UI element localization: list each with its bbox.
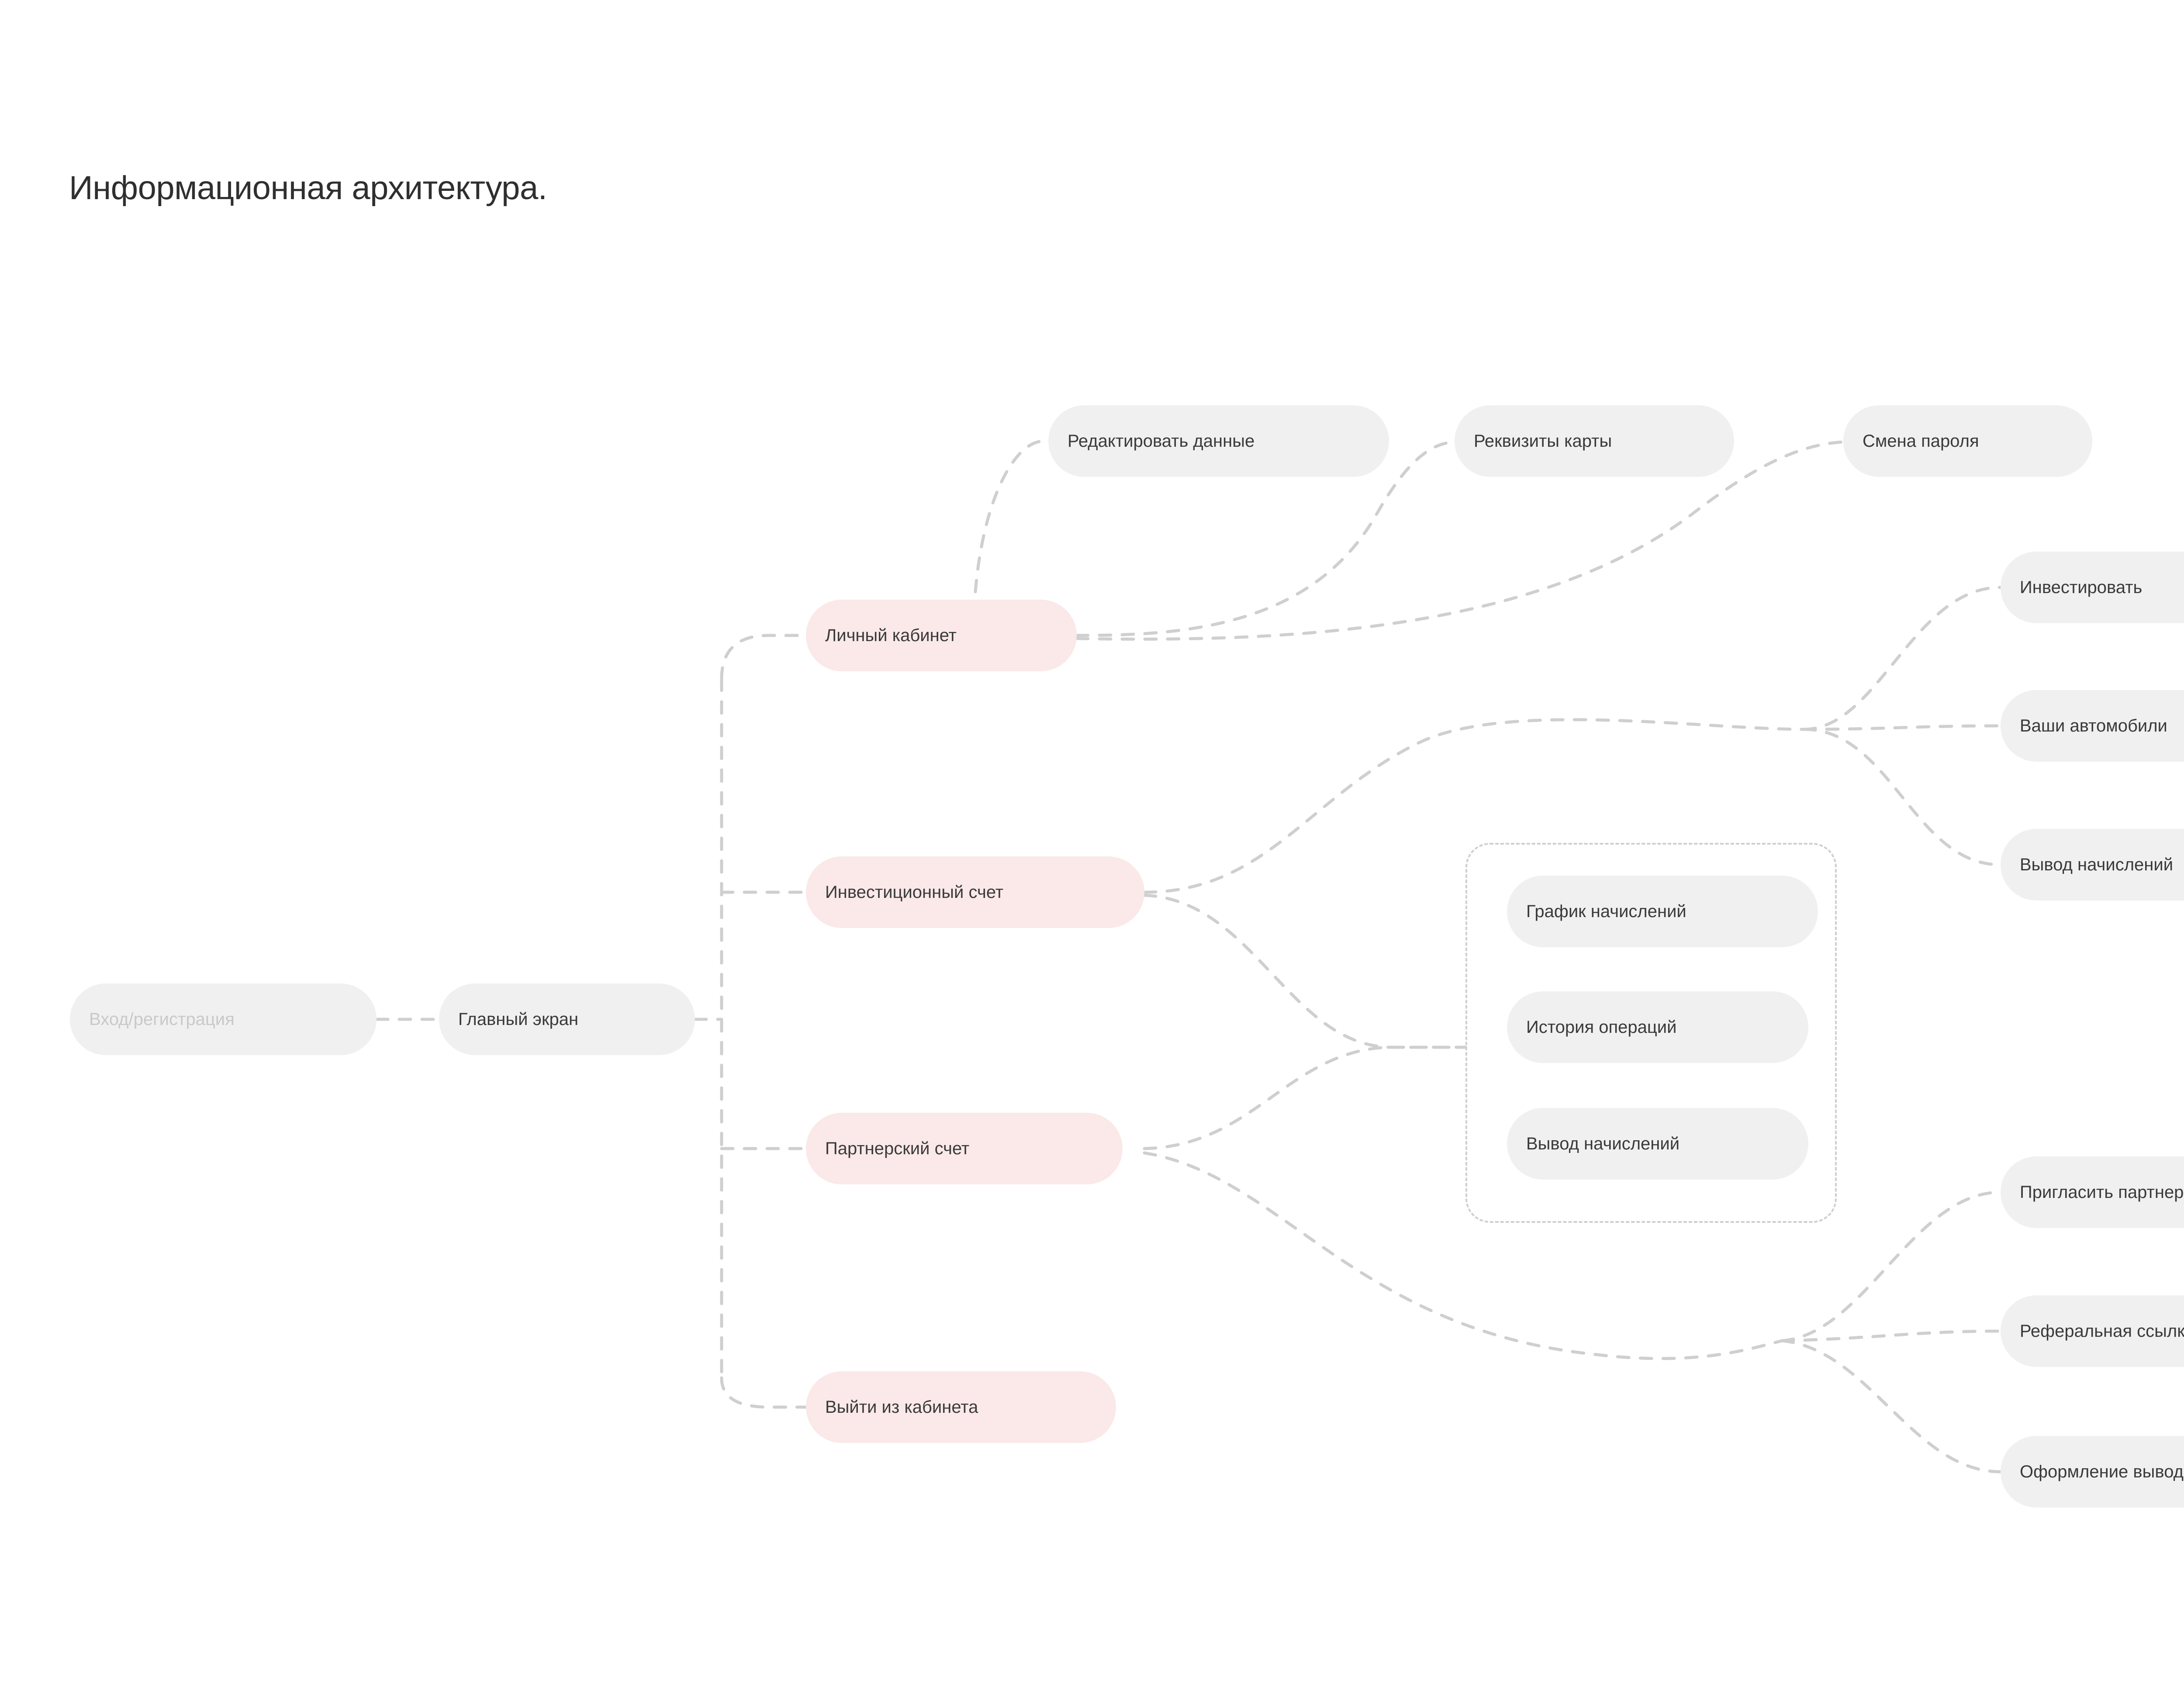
node-invest[interactable]: Инвестировать	[2001, 552, 2184, 623]
node-partner-account[interactable]: Партнерский счет	[806, 1113, 1123, 1184]
edge-fan-to-withdraw-form	[1780, 1339, 2002, 1474]
node-label: Личный кабинет	[825, 626, 957, 645]
edge-fan-to-invest	[1802, 586, 2002, 731]
node-label: Главный экран	[458, 1010, 579, 1029]
node-referral-link[interactable]: Реферальная ссылка	[2001, 1295, 2184, 1367]
node-label: Инвестиционный счет	[825, 883, 1004, 902]
edge-invest-account-to-group	[1143, 894, 1467, 1049]
node-card-details[interactable]: Реквизиты карты	[1455, 405, 1734, 477]
node-logout[interactable]: Выйти из кабинета	[806, 1371, 1116, 1443]
page-title: Информационная архитектура.	[69, 169, 547, 207]
node-label: История операций	[1526, 1018, 1677, 1037]
node-label: График начислений	[1526, 902, 1686, 921]
edge-fan-to-referral-link	[1780, 1329, 2002, 1342]
shared-account-group-box	[1465, 843, 1837, 1223]
node-your-cars[interactable]: Ваши автомобили	[2001, 690, 2184, 762]
node-change-password[interactable]: Смена пароля	[1843, 405, 2092, 477]
node-withdraw-accruals-2[interactable]: Вывод начислений	[1507, 1108, 1808, 1180]
node-label: Инвестировать	[2020, 578, 2143, 597]
node-label: Редактировать данные	[1068, 431, 1255, 451]
node-edit-data[interactable]: Редактировать данные	[1048, 405, 1389, 477]
edge-partner-account-to-group	[1143, 1046, 1467, 1150]
node-personal-account[interactable]: Личный кабинет	[806, 600, 1077, 671]
node-label: Партнерский счет	[825, 1139, 970, 1158]
node-label: Пригласить партнеров	[2020, 1183, 2184, 1202]
node-label: Оформление вывода средств	[2020, 1462, 2184, 1481]
node-label: Ваши автомобили	[2020, 716, 2167, 735]
node-operations-history[interactable]: История операций	[1507, 991, 1808, 1063]
node-invite-partners[interactable]: Пригласить партнеров	[2001, 1156, 2184, 1228]
node-label: Вывод начислений	[1526, 1134, 1680, 1153]
edge-trunk-to-logout	[720, 1376, 808, 1409]
edge-fan-to-your-cars	[1802, 724, 2002, 731]
edge-trunk-to-account	[720, 634, 808, 681]
edge-account-to-edit-data	[974, 439, 1050, 594]
node-accrual-chart[interactable]: График начислений	[1507, 876, 1818, 947]
node-label: Выйти из кабинета	[825, 1398, 978, 1417]
node-withdraw-form-2[interactable]: Оформление вывода средств	[2001, 1436, 2184, 1508]
node-withdraw-accruals[interactable]: Вывод начислений	[2001, 829, 2184, 901]
node-auth[interactable]: Вход/регистрация	[70, 983, 377, 1055]
node-label: Вывод начислений	[2020, 855, 2174, 874]
edge-fan-to-withdraw-accruals	[1802, 728, 2002, 866]
node-label: Реферальная ссылка	[2020, 1322, 2184, 1341]
node-label: Реквизиты карты	[1474, 431, 1612, 451]
node-label: Вход/регистрация	[89, 1010, 235, 1029]
node-investment-account[interactable]: Инвестиционный счет	[806, 856, 1144, 928]
node-main-screen[interactable]: Главный экран	[439, 983, 695, 1055]
node-label: Смена пароля	[1863, 431, 1979, 451]
